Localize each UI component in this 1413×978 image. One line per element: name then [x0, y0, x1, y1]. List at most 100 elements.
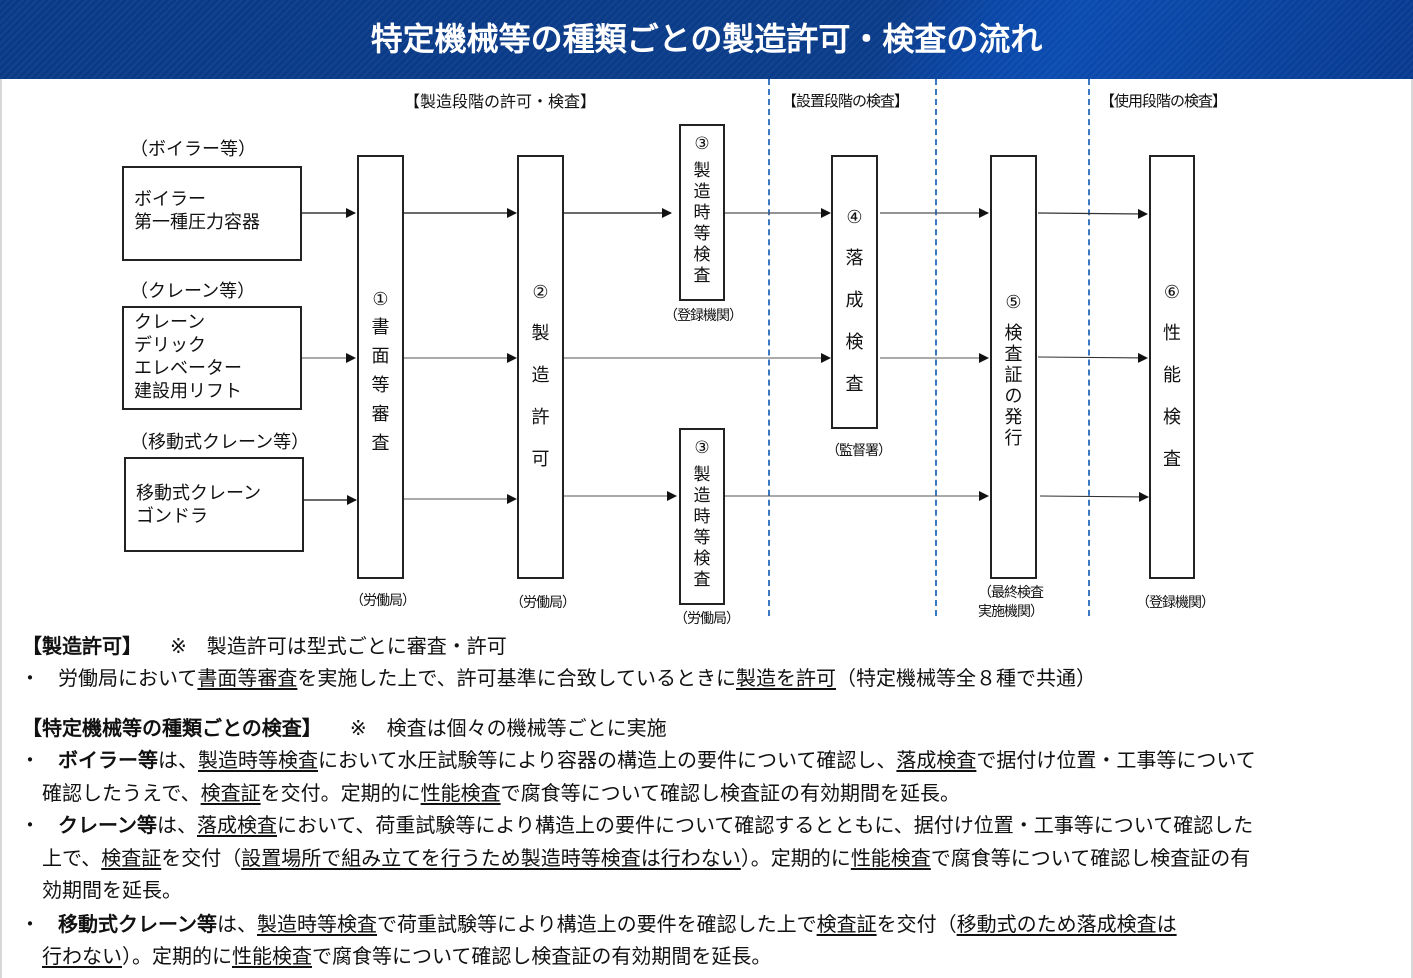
- text-span: 労働局において: [58, 666, 198, 690]
- step-label-char: の: [1004, 386, 1023, 407]
- text-span: を交付。定期的に: [260, 781, 421, 805]
- step-org: （労働局）: [674, 611, 740, 627]
- step-label-char: 査: [1163, 449, 1181, 470]
- step-label-char: 製: [693, 161, 711, 181]
- step-label-char: 査: [693, 570, 711, 590]
- underlined-term: 検査証: [200, 781, 261, 805]
- step-label: 製造時等検査: [681, 161, 723, 287]
- step-manufacturing-inspection-upper: ③ 製造時等検査: [679, 124, 725, 301]
- page-title: 特定機械等の種類ごとの製造許可・検査の流れ: [370, 20, 1043, 58]
- bold-term: ボイラー等: [58, 748, 158, 772]
- bold-term: 移動式クレーン等: [58, 912, 217, 936]
- step-document-review: ① 書面等審査: [357, 155, 404, 579]
- underlined-term: 製造時等検査: [257, 912, 377, 936]
- underlined-term: 移動式のため落成検査は: [956, 912, 1177, 936]
- step-completion-inspection: ④ 落成検査: [831, 155, 878, 429]
- step-label-char: 書: [371, 317, 390, 338]
- arrow-step5-to-step6-row1: [1037, 208, 1148, 219]
- text-span: ）。定期的に: [122, 944, 232, 968]
- step-label-char: 可: [531, 449, 550, 470]
- category-items-crane: クレーン デリック エレベーター 建設用リフト: [134, 312, 242, 402]
- permit-section-header: 【製造許可】※ 製造許可は型式ごとに審査・許可: [22, 630, 507, 663]
- boiler-line-1: ・ボイラー等は、製造時等検査において水圧試験等により容器の構造上の要件について確…: [20, 744, 1256, 777]
- step-label-char: 製: [693, 465, 711, 485]
- step-label-char: 時: [693, 507, 711, 527]
- stage-installation-label: 【設置段階の検査】: [782, 92, 909, 110]
- step-label-char: 等: [693, 528, 711, 548]
- underlined-term: 落成検査: [896, 748, 977, 772]
- underlined-term: 検査証: [101, 846, 162, 870]
- inspection-note: ※ 検査は個々の機械等ごとに実施: [349, 716, 667, 740]
- permit-heading: 【製造許可】: [22, 634, 142, 658]
- boiler-line-2: 確認したうえで、検査証を交付。定期的に性能検査で腐食等について確認し検査証の有効…: [42, 777, 960, 810]
- mobile-line-2: 行わない）。定期的に性能検査で腐食等について確認し検査証の有効期間を延長。: [42, 940, 771, 973]
- text-span: は、: [217, 912, 257, 936]
- step-label-char: 行: [1004, 428, 1023, 449]
- mobile-line-1: ・移動式クレーン等は、製造時等検査で荷重試験等により構造上の要件を確認した上で検…: [20, 908, 1177, 941]
- text-span: 確認したうえで、: [42, 781, 201, 805]
- step-label-char: 発: [1004, 407, 1023, 428]
- stage-divider-3: [1088, 79, 1090, 616]
- step-label: 性能検査: [1151, 319, 1193, 471]
- underlined-term: 性能検査: [420, 781, 501, 805]
- step-performance-inspection: ⑥ 性能検査: [1149, 155, 1195, 579]
- step-label-char: 等: [693, 224, 711, 244]
- step-label-char: 検: [693, 245, 711, 265]
- bullet: ・: [20, 813, 40, 837]
- inspection-heading: 【特定機械等の種類ごとの検査】: [22, 716, 322, 740]
- step-label-char: 能: [1163, 365, 1181, 386]
- step-label-char: 時: [693, 203, 711, 223]
- underlined-term: 行わない: [42, 944, 122, 968]
- title-banner: 特定機械等の種類ごとの製造許可・検査の流れ: [0, 0, 1413, 79]
- step-label-char: 査: [693, 266, 711, 286]
- step-org: （登録機関）: [664, 308, 743, 324]
- step-number: ④: [846, 207, 863, 228]
- bullet: ・: [20, 748, 40, 772]
- step-label-char: 許: [531, 407, 550, 428]
- underlined-term: 落成検査: [197, 813, 277, 837]
- step-label-char: 性: [1163, 323, 1181, 344]
- step-label-char: 検: [1163, 407, 1181, 428]
- step-number: ⑤: [1005, 292, 1022, 313]
- step-label-char: 検: [693, 549, 711, 569]
- stage-divider-1: [768, 79, 770, 616]
- step-org: （最終検査 実施機関）: [978, 585, 1044, 620]
- step-number: ③: [694, 134, 710, 154]
- step-label-char: 製: [531, 323, 550, 344]
- step-org: （労働局）: [510, 595, 576, 611]
- step-label-char: 等: [371, 375, 390, 396]
- step-label-char: 査: [845, 374, 864, 395]
- text-span: において、荷重試験等により構造上の要件について確認するとともに、据付け位置・工事…: [277, 813, 1254, 837]
- step-manufacturing-permit: ② 製造許可: [517, 155, 564, 579]
- step-number: ③: [694, 438, 710, 458]
- category-box-mobile-crane: 移動式クレーン ゴンドラ: [124, 457, 304, 552]
- step-label-char: 査: [1004, 344, 1023, 365]
- step-certificate-issuance: ⑤ 検査証の発行: [990, 155, 1037, 579]
- step-label: 落成検査: [833, 244, 876, 396]
- text-span: で腐食等について確認し検査証の有効期間を延長。: [500, 781, 961, 805]
- text-span: で荷重試験等により構造上の要件を確認した上で: [377, 912, 817, 936]
- step-number: ②: [532, 282, 549, 303]
- step-label: 製造時等検査: [681, 465, 723, 591]
- crane-line-1: ・クレーン等は、落成検査において、荷重試験等により構造上の要件について確認すると…: [20, 809, 1253, 842]
- text-span: で腐食等について確認し検査証の有効期間を延長。: [312, 944, 772, 968]
- inspection-section-header: 【特定機械等の種類ごとの検査】 ※ 検査は個々の機械等ごとに実施: [22, 712, 667, 745]
- step-label-char: 造: [693, 182, 711, 202]
- underlined-term: 設置場所で組み立てを行うため製造時等検査は行わない: [241, 846, 741, 870]
- step-label-char: 査: [371, 433, 390, 454]
- text-span: において水圧試験等により容器の構造上の要件について確認し、: [318, 748, 897, 772]
- frame-border-left: [0, 79, 2, 978]
- step-label: 書面等審査: [359, 313, 402, 455]
- step-label-char: 造: [531, 365, 550, 386]
- category-label-mobile-crane: （移動式クレーン等）: [130, 432, 310, 453]
- stage-usage-label: 【使用段階の検査】: [1100, 92, 1227, 110]
- text-span: ）。定期的に: [740, 846, 851, 870]
- text-span: 効期間を延長。: [42, 878, 182, 902]
- arrow-step5-to-step6-row2: [1037, 352, 1148, 363]
- text-span: は、: [157, 813, 197, 837]
- stage-divider-2: [935, 79, 937, 616]
- text-span: 上で、: [42, 846, 102, 870]
- underlined-term: 製造時等検査: [198, 748, 318, 772]
- step-label-char: 面: [371, 346, 390, 367]
- text-span: で腐食等について確認し検査証の有: [930, 846, 1251, 870]
